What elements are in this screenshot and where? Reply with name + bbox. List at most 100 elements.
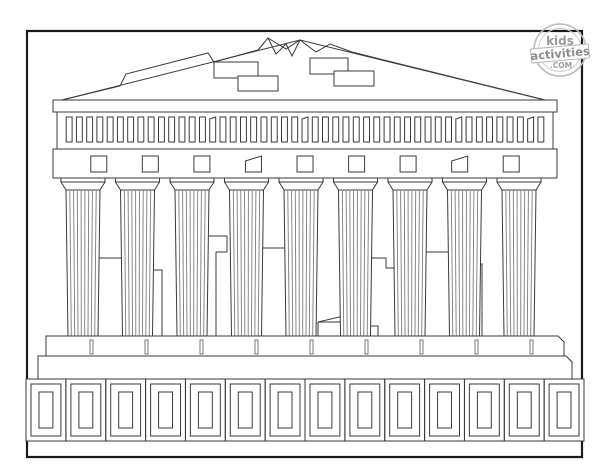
frieze-slot [199,116,206,143]
metope-square [451,155,469,173]
column-flute [199,190,202,337]
column-flute [185,190,188,337]
column-flute [363,190,366,337]
column-abacus [224,177,269,183]
frieze-slot [229,116,237,143]
column-flute [509,190,512,337]
step-riser-mark [529,339,534,355]
column-flute [366,190,370,337]
column-flute [123,190,127,337]
step-riser-mark [474,339,479,355]
frieze-slot [445,116,453,143]
frieze-slot [270,116,278,143]
base-panel-inner-1 [150,383,182,437]
column-flute [349,190,351,337]
base-panel-inner-2 [317,391,333,429]
column [441,177,488,337]
column-flute [142,190,144,337]
column-flute [287,190,290,337]
column-flute [94,190,97,337]
base-panel-inner-1 [110,383,142,437]
column-flute [458,190,460,337]
frieze-slot [250,116,258,143]
base-panel-inner-2 [437,391,453,429]
base-panel-inner-1 [309,383,341,437]
column-capital [496,181,542,191]
column-flute [294,190,297,337]
column-flute [305,190,308,337]
frieze-slot [168,116,176,143]
frieze-slot [116,116,124,143]
stepped-base [37,335,573,380]
column-flute [526,190,529,337]
frieze-slot [260,116,268,143]
frieze-slot [188,116,196,143]
base-panel-inner-1 [229,383,261,437]
roof-debris-blocks [213,57,375,92]
column-capital [387,181,433,191]
base-panel-inner-1 [548,383,580,437]
kids-activities-logo: kids activities .COM [530,23,590,77]
frieze-slot [506,116,514,143]
column-flute [421,190,424,337]
frieze-slot [281,116,288,143]
column-flute [178,190,181,337]
frieze-slot [75,116,83,143]
column-flute [341,190,345,337]
column-flute [203,190,206,337]
column-capital [60,181,106,191]
frieze-slot [496,116,504,143]
frieze-slot [301,116,309,143]
frieze-slot [106,116,114,143]
frieze-slot [96,116,104,143]
column [60,177,106,337]
frieze-slot [393,116,401,143]
column-flute [475,190,479,337]
frieze-slot [404,116,412,143]
frieze-slot [311,116,319,143]
frieze-slot [475,116,483,143]
base-panel-inner-1 [389,383,421,437]
column-abacus [278,177,324,183]
frieze-slot [158,116,165,143]
page-border [25,29,584,459]
column-abacus [496,177,542,183]
frieze-slot-group [65,116,545,143]
column-flute [308,190,311,337]
column-flute [232,190,236,337]
metope-square-group [90,155,520,173]
base-panel-inner-1 [30,383,62,437]
frieze-slot [424,116,432,143]
column-capital [278,181,324,191]
base-panel-inner-1 [269,383,301,437]
column-flute [254,190,257,337]
frieze-slot [137,116,145,143]
column-abacus [387,177,433,183]
column-flute [69,190,72,337]
column-flute [417,190,420,337]
frieze-slot [322,116,329,143]
metope-square [296,155,314,173]
column-abacus [115,177,160,183]
column-capital [332,181,379,191]
column-abacus [442,177,487,183]
logo-line-1: kids [546,34,574,48]
step-riser-mark [364,339,369,355]
base-panel-inner-2 [158,391,174,429]
metope-square [502,155,520,173]
column-flute [236,190,239,337]
column [496,177,542,337]
base-panel-cells [25,378,585,442]
frieze-slot [373,116,381,143]
base-panel-row [25,378,585,442]
frieze-slot [455,116,463,143]
column-capital [169,181,215,191]
column-flute [76,190,79,337]
frieze-slot [240,116,247,143]
column-abacus [169,177,215,183]
column-flute [182,190,185,337]
column-flute [469,190,471,337]
column-flute [257,190,261,337]
metope-square [193,155,211,173]
